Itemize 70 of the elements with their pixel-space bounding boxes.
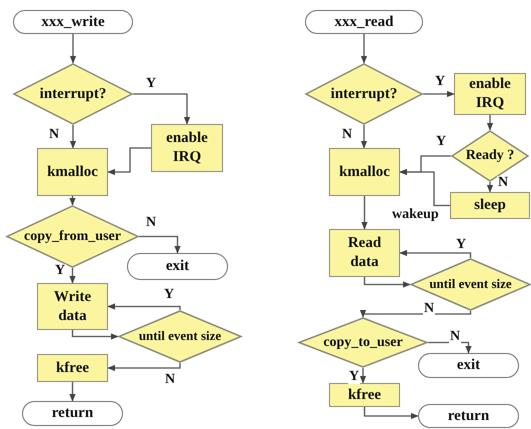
node-label: copy_to_user — [322, 334, 404, 352]
arrow — [399, 168, 450, 206]
decision-diamond — [410, 258, 531, 311]
process-box — [450, 192, 530, 219]
arrow — [423, 90, 455, 98]
edge-label: N — [449, 330, 462, 344]
terminal-pill — [418, 353, 519, 378]
arrow — [360, 125, 368, 149]
node-label: Ready ? — [464, 147, 516, 165]
arrow — [364, 277, 411, 288]
node-label: copy_from_user — [23, 228, 122, 246]
node-label: until event size — [138, 328, 222, 345]
arrow — [107, 363, 181, 372]
arrow — [70, 125, 76, 149]
decision-diamond — [298, 317, 428, 368]
node-label: kmalloc — [46, 162, 99, 182]
terminal-pill — [22, 401, 123, 426]
edge-label: Y — [348, 370, 360, 384]
node-label: exit — [456, 356, 482, 375]
node-label: kfree — [346, 386, 382, 404]
node-label: until event size — [428, 276, 513, 293]
terminal-pill — [418, 404, 519, 428]
arrow — [72, 330, 119, 340]
terminal-pill — [13, 10, 133, 34]
arrow — [399, 250, 472, 258]
edge-label: N — [423, 302, 436, 316]
node-label: kmalloc — [338, 162, 391, 182]
node-label: Read data — [346, 234, 382, 272]
arrow — [361, 196, 368, 230]
arrow — [428, 342, 472, 354]
process-box — [329, 229, 400, 277]
node-label: Write data — [52, 288, 92, 326]
arrow — [486, 182, 494, 193]
node-label: sleep — [473, 196, 507, 215]
terminal-pill — [127, 253, 228, 280]
decision-diamond — [13, 63, 133, 125]
arrow — [360, 368, 366, 384]
decision-diamond — [305, 63, 423, 125]
node-label: exit — [164, 257, 190, 276]
node-label: return — [50, 404, 94, 423]
node-label: interrupt? — [38, 84, 108, 104]
decision-diamond — [118, 310, 242, 363]
arrow — [133, 93, 190, 125]
arrow — [107, 303, 181, 310]
node-label: enable IRQ — [165, 129, 209, 167]
node-label: xxx_read — [334, 12, 394, 32]
arrow — [107, 147, 151, 176]
process-box — [329, 148, 400, 196]
arrow — [69, 382, 76, 402]
process-box — [37, 354, 108, 382]
arrow — [70, 34, 76, 64]
process-box — [151, 124, 223, 172]
process-box — [329, 383, 400, 407]
arrow — [364, 407, 419, 420]
process-box — [37, 148, 108, 196]
arrow — [69, 268, 76, 284]
node-label: kfree — [54, 358, 90, 378]
node-label: interrupt? — [330, 84, 398, 104]
arrow — [486, 115, 494, 131]
arrow — [69, 196, 76, 206]
arrow — [360, 34, 368, 64]
process-box — [37, 283, 108, 330]
process-box — [454, 73, 526, 115]
arrow — [360, 310, 472, 318]
terminal-pill — [305, 10, 423, 34]
arrow — [139, 236, 181, 254]
edge-label: wakeup — [391, 208, 440, 222]
node-label: enable IRQ — [468, 75, 512, 113]
node-label: return — [446, 406, 490, 426]
node-label: xxx_write — [40, 12, 106, 32]
